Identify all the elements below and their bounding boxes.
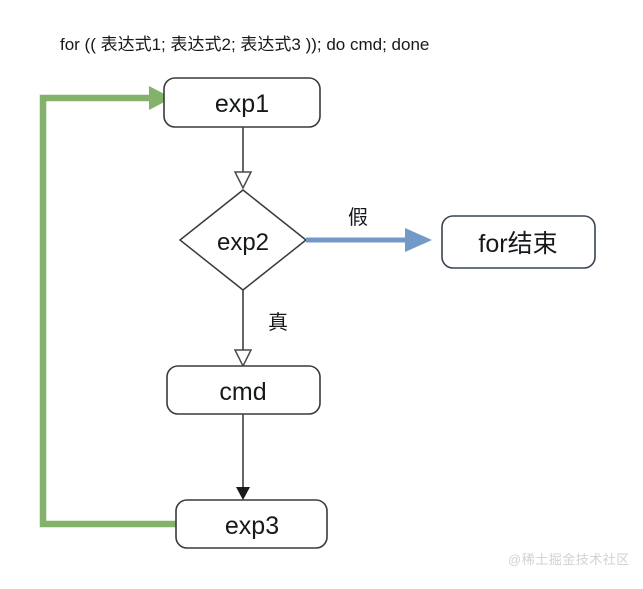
loop-back-line [39,94,177,528]
for-end-label: for结束 [478,230,557,258]
false-branch-label: 假 [348,206,368,229]
node-exp3[interactable]: exp3 [175,499,328,549]
loop-back-arrowhead [149,86,172,110]
exp3-box[interactable] [175,499,328,549]
edge-exp2-false: 假 [306,206,432,252]
edge-exp2-true: 真 [233,290,288,368]
edge-exp1-to-exp2 [233,127,253,190]
cmd-exp3-arrowhead [236,487,250,500]
node-exp2[interactable]: exp2 [178,189,308,291]
true-branch-label: 真 [268,311,288,334]
exp1-exp2-arrowhead [233,171,253,190]
true-branch-arrowhead [233,349,253,368]
exp2-label: exp2 [217,229,269,256]
node-cmd[interactable]: cmd [166,365,321,415]
exp1-box[interactable] [163,77,321,128]
node-for-end[interactable]: for结束 [441,215,596,269]
exp3-label: exp3 [225,512,279,540]
for-end-box[interactable] [441,215,596,269]
edge-cmd-to-exp3 [236,414,250,500]
watermark: @稀土掘金技术社区 [508,552,630,567]
false-branch-arrowhead [405,228,432,252]
exp1-label: exp1 [215,90,269,118]
diagram-title: for (( 表达式1; 表达式2; 表达式3 )); do cmd; done [60,35,429,54]
cmd-label: cmd [219,378,266,406]
node-exp1[interactable]: exp1 [163,77,321,128]
edge-exp3-loop-back [39,86,177,528]
